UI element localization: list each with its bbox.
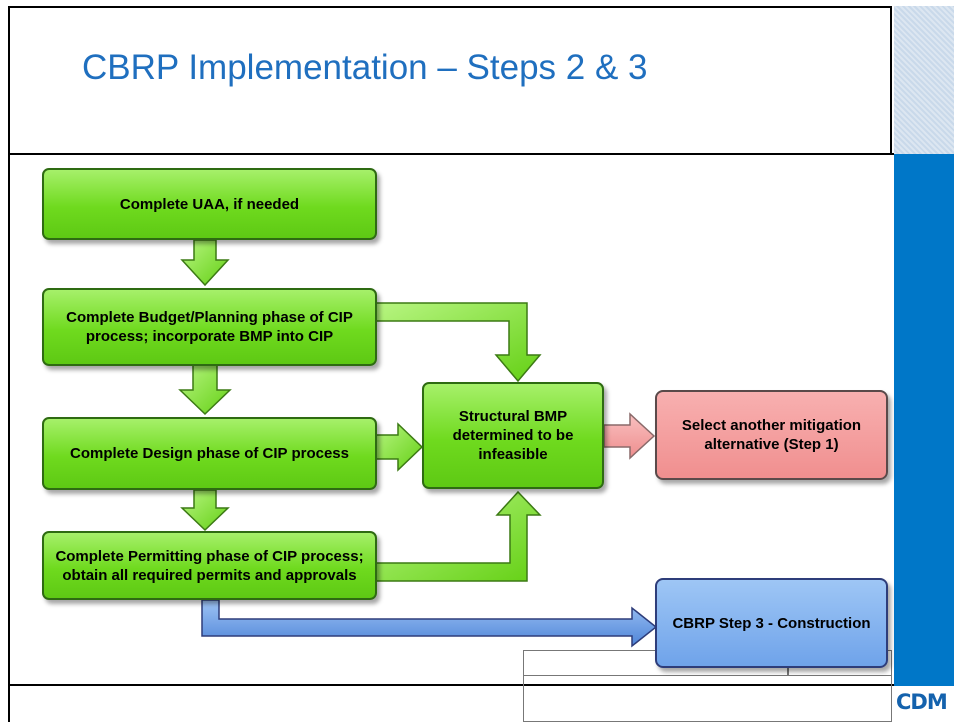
arrow-design-to-infeasible [375, 422, 424, 472]
arrow-budget-to-design [178, 364, 232, 416]
page-title: CBRP Implementation – Steps 2 & 3 [82, 48, 648, 87]
node-permitting-phase: Complete Permitting phase of CIP process… [42, 531, 377, 600]
arrow-permitting-to-construction [201, 599, 658, 648]
arrow-permitting-to-infeasible [375, 490, 542, 582]
node-cbrp-step3: CBRP Step 3 - Construction [655, 578, 888, 668]
node-budget-planning: Complete Budget/Planning phase of CIP pr… [42, 288, 377, 366]
node-complete-uaa: Complete UAA, if needed [42, 168, 377, 240]
arrow-design-to-permitting [180, 489, 230, 532]
sidebar-blue-band [894, 154, 954, 686]
arrow-budget-to-infeasible [375, 302, 542, 383]
node-select-mitigation: Select another mitigation alternative (S… [655, 390, 888, 480]
node-bmp-infeasible: Structural BMP determined to be infeasib… [422, 382, 604, 489]
arrow-infeasible-to-mitigation [603, 412, 656, 460]
cdm-logo: CDM [896, 690, 948, 714]
arrow-uaa-to-budget [180, 239, 230, 287]
title-divider [8, 153, 894, 155]
sidebar-pattern [894, 6, 954, 154]
node-design-phase: Complete Design phase of CIP process [42, 417, 377, 490]
title-frame [8, 6, 892, 154]
footer-divider [8, 684, 894, 686]
left-border [8, 153, 10, 722]
